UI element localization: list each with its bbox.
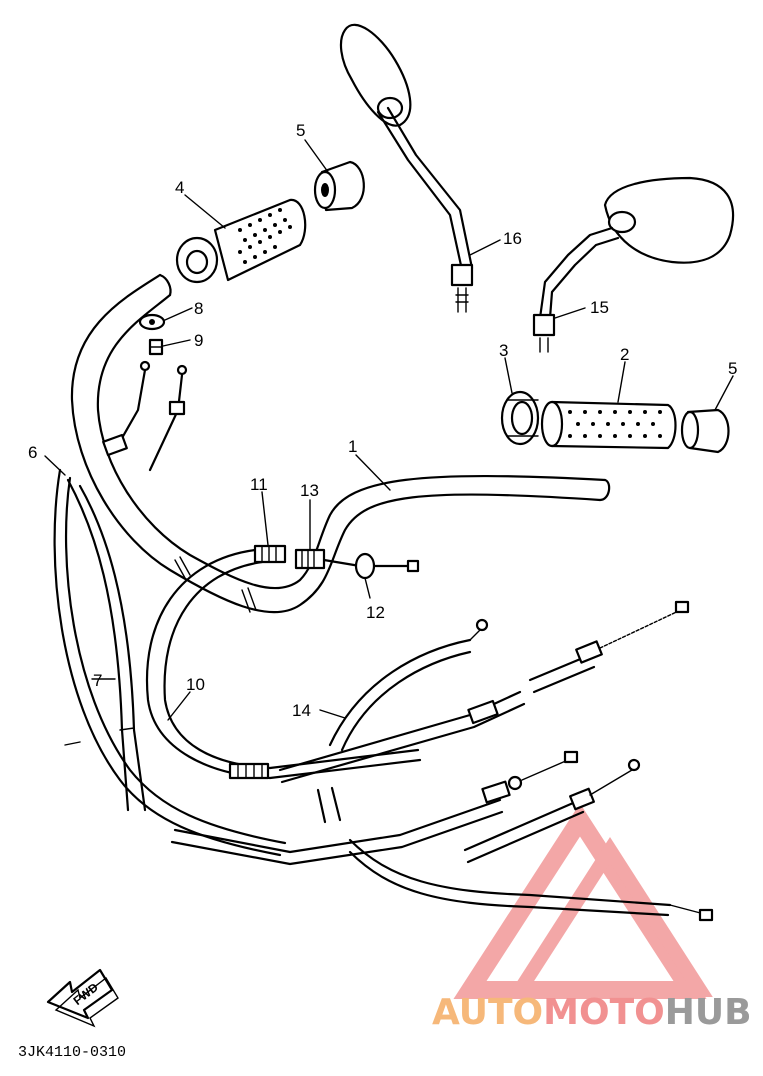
washer-8	[138, 313, 166, 331]
grip-end-left	[313, 160, 365, 212]
cable-bundle-right	[170, 600, 714, 922]
callout-9: 9	[194, 331, 203, 350]
callout-13: 13	[300, 481, 319, 500]
right-grip	[540, 400, 677, 450]
mirror-right	[532, 176, 735, 353]
callout-5-right: 5	[728, 359, 737, 378]
handlebar	[70, 273, 611, 614]
callout-12: 12	[366, 603, 385, 622]
left-grip	[175, 198, 307, 284]
callout-1: 1	[348, 437, 357, 456]
drawing-code: 3JK4110-0310	[18, 1044, 126, 1061]
nut-12	[354, 552, 420, 580]
adjuster-13	[294, 548, 362, 570]
adjuster-11	[253, 544, 287, 564]
callout-11: 11	[250, 475, 268, 494]
screw-9	[148, 338, 164, 356]
callout-14: 14	[292, 701, 311, 720]
cable-10	[145, 548, 422, 780]
cable-7	[64, 478, 147, 812]
callout-10: 10	[186, 675, 205, 694]
watermark-hub: HUB	[665, 992, 752, 1033]
leader-lines	[44, 139, 734, 721]
throttle-housing-3	[500, 390, 540, 446]
grip-end-right	[680, 408, 730, 454]
callout-6: 6	[28, 443, 37, 462]
mirror-left	[339, 23, 474, 313]
watermark-auto: AUTO	[432, 992, 543, 1033]
callout-4: 4	[175, 178, 184, 197]
switch-cables	[102, 360, 188, 472]
callout-15: 15	[590, 298, 609, 317]
callout-16: 16	[503, 229, 522, 248]
watermark-moto: MOTO	[543, 992, 665, 1033]
callout-2: 2	[620, 345, 629, 364]
callout-8: 8	[194, 299, 203, 318]
watermark-logo-icon	[453, 803, 713, 999]
fwd-arrow-icon: FWD	[46, 968, 119, 1028]
callout-7: 7	[93, 671, 102, 690]
watermark-text: AUTOMOTOHUB	[432, 992, 752, 1033]
callout-5-left: 5	[296, 121, 305, 140]
cable-14	[328, 618, 489, 752]
callout-3: 3	[499, 341, 508, 360]
